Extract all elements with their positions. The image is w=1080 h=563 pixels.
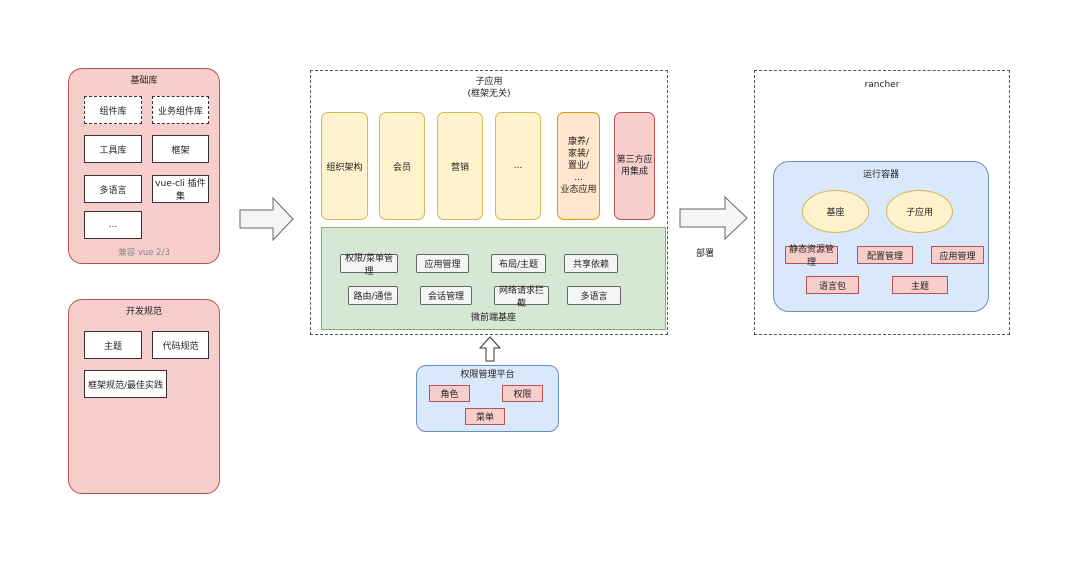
code-spec-box: 代码规范 [152, 331, 209, 359]
dev-spec-title: 开发规范 [125, 307, 162, 317]
container-app-mgmt: 应用管理 [931, 246, 984, 264]
app-more: ... [495, 112, 541, 220]
language-pack: 语言包 [806, 276, 859, 294]
base-library-title: 基础库 [130, 76, 158, 86]
request-interceptor: 网络请求拦截 [494, 286, 549, 309]
config-mgmt: 配置管理 [857, 246, 913, 264]
i18n-base: 多语言 [567, 286, 621, 305]
base-ellipse: 基座 [802, 190, 869, 233]
framework-spec-box: 框架规范/最佳实践 [84, 370, 167, 398]
app-member: 会员 [379, 112, 425, 220]
layout-theme: 布局/主题 [491, 254, 546, 273]
micro-frontend-base-title: 微前端基座 [470, 313, 516, 323]
shared-deps: 共享依赖 [564, 254, 618, 273]
permission-menu-mgmt: 权限/菜单管理 [340, 254, 398, 277]
menu-box: 菜单 [465, 408, 505, 425]
sub-apps-title: 子应用 (框架无关) [467, 77, 511, 99]
permission-box: 权限 [502, 385, 543, 402]
arrow-up-icon [479, 336, 501, 362]
deploy-arrow-icon [679, 195, 748, 241]
permission-platform-title: 权限管理平台 [460, 370, 515, 380]
tool-library-box: 工具库 [84, 135, 142, 163]
app-mgmt: 应用管理 [416, 254, 469, 273]
app-third-party: 第三方应 用集成 [614, 112, 655, 220]
app-org-structure: 组织架构 [321, 112, 368, 220]
app-marketing: 营销 [437, 112, 483, 220]
routing-communication: 路由/通信 [348, 286, 398, 305]
component-library-box: 组件库 [84, 96, 142, 124]
vue-cli-plugins-box: vue-cli 插件集 [152, 175, 209, 203]
session-mgmt: 会话管理 [420, 286, 472, 305]
app-industry: 康养/ 家装/ 置业/ ... 业态应用 [557, 112, 600, 220]
micro-frontend-base-group [321, 227, 666, 330]
theme-spec-box: 主题 [84, 331, 142, 359]
role-box: 角色 [429, 385, 470, 402]
static-resource-mgmt: 静态资源管理 [785, 245, 838, 268]
runtime-container-title: 运行容器 [862, 170, 899, 180]
i18n-box: 多语言 [84, 175, 142, 203]
container-theme: 主题 [892, 276, 948, 294]
business-component-library-box: 业务组件库 [152, 96, 209, 124]
arrow-right-icon [239, 196, 294, 242]
deploy-label: 部署 [695, 249, 714, 259]
rancher-frame [754, 70, 1010, 335]
compat-note: 兼容 vue 2/3 [118, 248, 170, 258]
sub-apps-frame [310, 70, 668, 335]
framework-box: 框架 [152, 135, 209, 163]
sub-app-ellipse: 子应用 [886, 190, 953, 233]
rancher-title: rancher [864, 80, 900, 90]
more-box: ... [84, 211, 142, 239]
